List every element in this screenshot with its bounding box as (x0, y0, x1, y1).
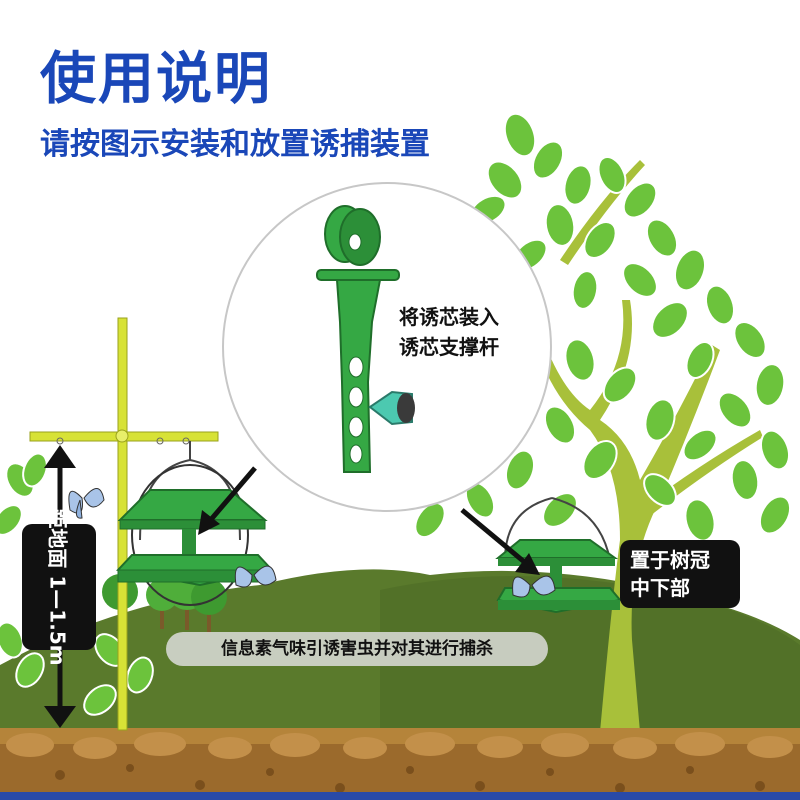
page-title: 使用说明 (40, 47, 272, 112)
lure-install-line: 将诱芯装入 (399, 305, 499, 329)
height-label: 距地面 1—1.5m (22, 508, 96, 666)
height-arrow-down (44, 650, 76, 728)
butterfly-icon (68, 488, 105, 519)
left-foliage (0, 452, 154, 716)
height-arrow-up (44, 445, 76, 524)
arrow-icon (198, 466, 257, 535)
lure-holder-icon (316, 205, 415, 473)
page-subtitle: 请按图示安装和放置诱捕装置 (40, 127, 430, 162)
height-text: 距地面 1—1.5m (45, 508, 70, 666)
soil (0, 728, 800, 800)
tree-trunk (532, 300, 720, 732)
lure-effect-text: 信息素气味引诱害虫并对其进行捕杀 (166, 632, 548, 666)
canopy-line: 中下部 (630, 576, 690, 600)
trap-icon (116, 441, 274, 606)
tree-foliage (414, 112, 792, 542)
canopy-label: 置于树冠 中下部 (620, 540, 740, 608)
butterfly-icon (512, 575, 556, 598)
arrow-icon (460, 508, 540, 575)
lure-install-line: 诱芯支撑杆 (399, 335, 499, 359)
lure-install-text: 将诱芯装入 诱芯支撑杆 (399, 302, 529, 362)
canopy-line: 置于树冠 (630, 548, 710, 572)
hill-dark (380, 576, 800, 740)
trap-icon (495, 497, 622, 614)
lure-detail-circle (222, 182, 552, 512)
butterfly-icon (234, 565, 277, 588)
